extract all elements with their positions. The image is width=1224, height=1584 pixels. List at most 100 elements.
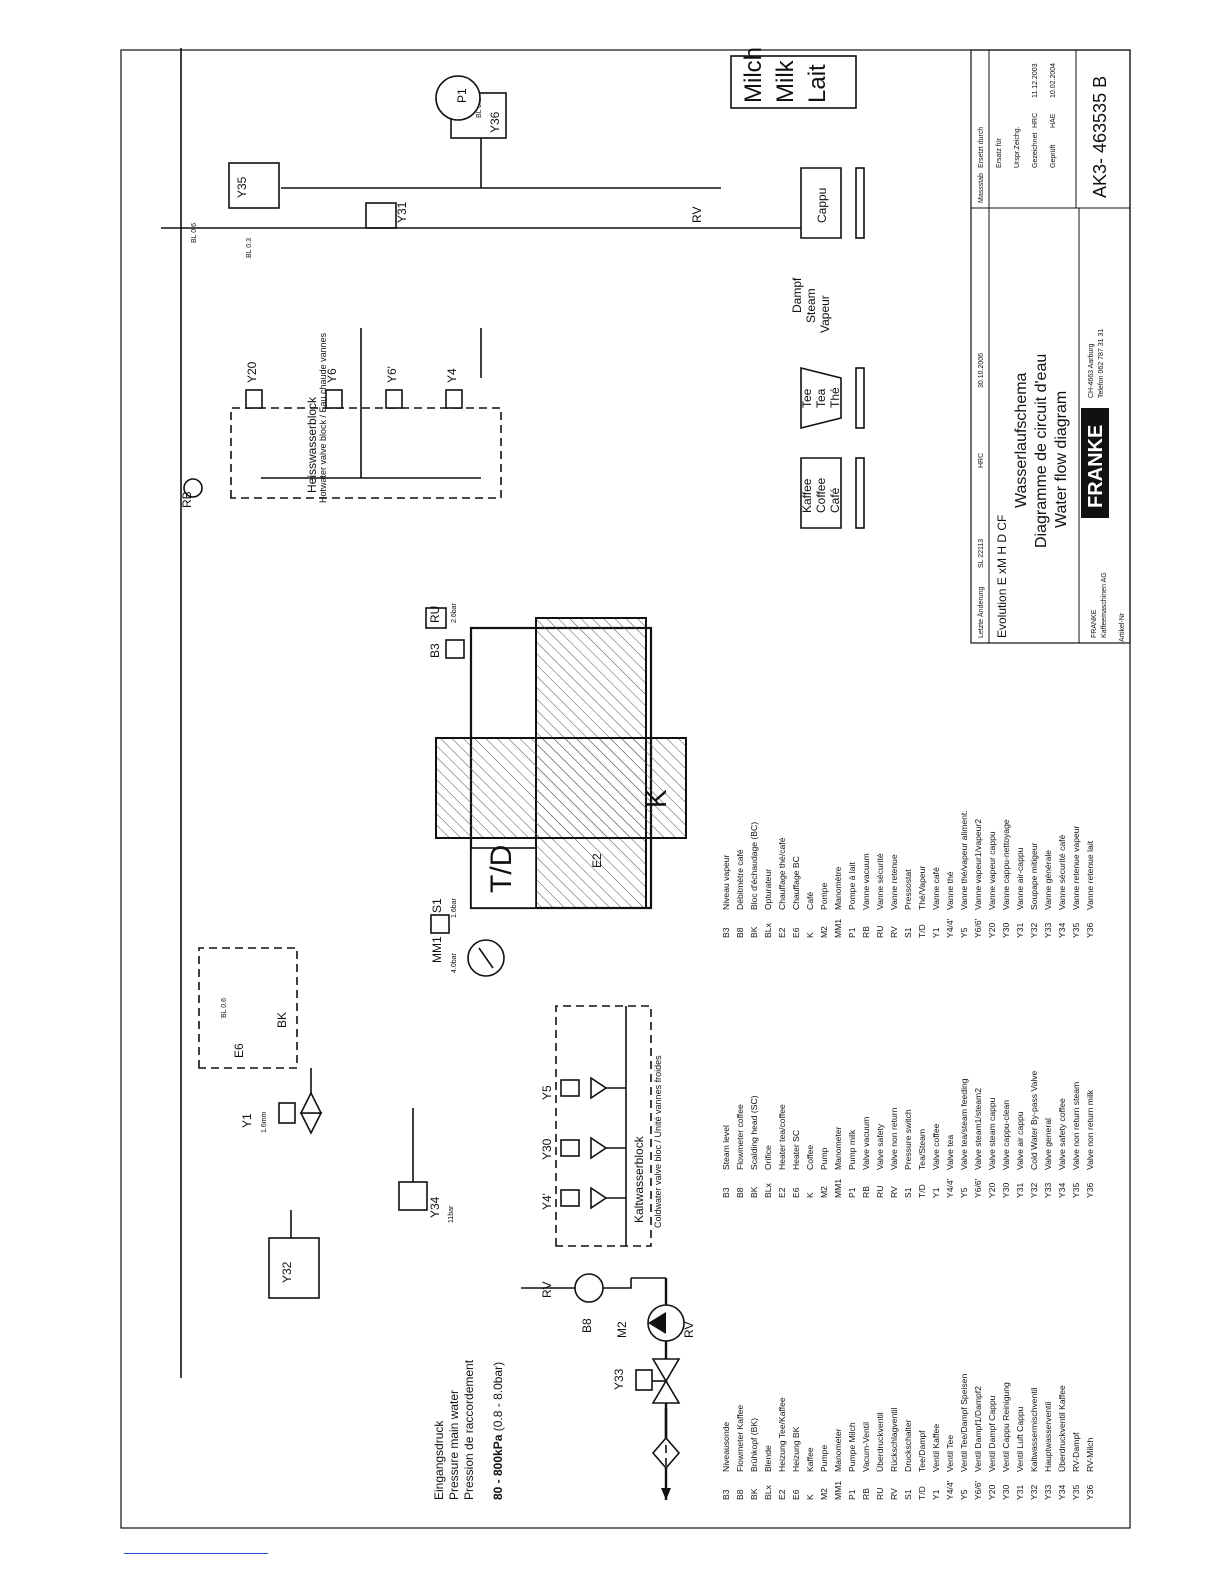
boiler: T/D K E2 MM1 4.0bar S1 1.6bar B3 RU 2.6b…	[425, 602, 687, 977]
tb-company-2: Kaffeemaschinen AG	[1101, 572, 1108, 638]
legend-code: B8	[735, 1489, 745, 1500]
coldwater-block-title: Kaltwasserblock	[632, 1135, 646, 1223]
y20-label: Y20	[245, 361, 259, 383]
legend-desc: Pressure switch	[903, 1109, 913, 1170]
coldwater-block-frame	[555, 1005, 652, 1247]
y34-label: Y34	[428, 1196, 442, 1218]
legend-desc: RV-Dampf	[1071, 1432, 1081, 1472]
legend-desc: Valve coffee	[931, 1123, 941, 1170]
tb-checked-by: HAE	[1050, 113, 1057, 128]
legend-desc: Ventil Cappu Reinigung	[1001, 1382, 1011, 1472]
s1-switch-icon	[430, 914, 450, 934]
legend-code: Y30	[1001, 1182, 1011, 1198]
legend-code: S1	[903, 1489, 913, 1500]
legend-desc: Valve non return	[889, 1107, 899, 1170]
legend-code: MM1	[833, 1179, 843, 1198]
legend-desc: Kaffee	[805, 1447, 815, 1472]
legend-desc: Valve steam cappu	[987, 1097, 997, 1170]
legend-code: Y35	[1071, 1484, 1081, 1500]
legend-code: MM1	[833, 919, 843, 938]
steam-fr: Vapeur	[818, 295, 832, 333]
legend-desc: Vanne retenue	[889, 854, 899, 910]
y30-label: Y30	[540, 1138, 554, 1160]
legend-code: RV	[889, 926, 899, 938]
outputs: Milch Milk Lait Cappu Dampf Steam Vapeur…	[730, 47, 865, 529]
legend-desc: Überdruckventil Kaffee	[1057, 1385, 1067, 1472]
valve-y20: Y20	[245, 361, 263, 409]
inlet-arrow-icon	[661, 1488, 671, 1500]
legend-desc: Ventil Dampf Cappu	[987, 1395, 997, 1472]
legend-desc: Flowmeter Kaffee	[735, 1405, 745, 1472]
legend-desc: Vanne retenue vapeur	[1071, 825, 1081, 910]
title-block: Letzte Änderung SL 22113 HRC 30.10.2006 …	[970, 49, 1131, 644]
legend-code: E6	[791, 927, 801, 938]
legend-code: Y31	[1015, 1484, 1025, 1500]
bl06-label: BL 0.6	[221, 998, 228, 1018]
y1-valve-icon	[299, 1112, 323, 1135]
legend-desc: Opturateur	[763, 869, 773, 910]
tb-address-1: CH-4663 Aarburg	[1088, 343, 1095, 398]
legend-desc: Coffee	[805, 1145, 815, 1170]
legend-code: B3	[721, 927, 731, 938]
legend-desc: Vanne vacuum	[861, 853, 871, 910]
page-link-underline[interactable]	[124, 1553, 268, 1554]
legend-code: Y20	[987, 922, 997, 938]
legend-code: T/D	[917, 1486, 927, 1500]
rb-vacuum-valve-icon	[183, 478, 203, 498]
ru-safety-valve-icon	[425, 607, 447, 629]
y5-label: Y5	[540, 1085, 554, 1100]
steam-en: Steam	[804, 288, 818, 323]
y36-label: Y36	[488, 111, 502, 133]
legend-code: P1	[847, 1489, 857, 1500]
s1-label: S1	[430, 898, 444, 913]
legend-code: Y36	[1085, 922, 1095, 938]
legend-desc: Scalding head (SC)	[749, 1095, 759, 1170]
legend-code: RB	[861, 1186, 871, 1198]
legend-desc: Manometer	[833, 1126, 843, 1170]
b3-probe-icon	[445, 639, 465, 659]
y33-valve-icon	[651, 1379, 681, 1404]
legend-code: BLx	[763, 1182, 773, 1198]
legend-desc: Vanne thé/vapeur aliment.	[959, 810, 969, 910]
inlet-label-en: Pressure main water	[447, 1390, 461, 1500]
rb-label: RB	[180, 491, 194, 508]
y31-valve-icon	[365, 202, 397, 229]
tb-product: Evolution E xM H D CF	[995, 515, 1009, 638]
legend-desc: RV-Milch	[1085, 1438, 1095, 1472]
legend-desc: Heizung Tee/Kaffee	[777, 1397, 787, 1472]
legend-code: MM1	[833, 1481, 843, 1500]
legend-desc: Vanne thé	[945, 871, 955, 910]
franke-logo	[1081, 408, 1109, 518]
legend-desc: Valve safety	[875, 1123, 885, 1170]
rv-label: RV	[540, 1282, 554, 1298]
legend-code: Y36	[1085, 1484, 1095, 1500]
legend-code: Y30	[1001, 1484, 1011, 1500]
bl08-label: BL 0.8	[476, 98, 483, 118]
legend-code: RU	[875, 1488, 885, 1500]
legend-desc: Niveausonde	[721, 1422, 731, 1472]
legend-desc: Soupape mitigeur	[1029, 843, 1039, 910]
rv-pump-label: RV	[682, 1322, 696, 1338]
legend-desc: Vanne vapeur1/vapeur2	[973, 819, 983, 910]
legend-desc: Valve air cappu	[1015, 1111, 1025, 1170]
coffee-branch: Y32 Y34 11bar Y1 1.6mm E6 BK BL 0.6	[180, 48, 455, 1378]
legend-code: P1	[847, 927, 857, 938]
coffee-fr: Café	[828, 487, 842, 513]
ru-label: RU	[428, 606, 442, 623]
legend-code: Y30	[1001, 922, 1011, 938]
y35-label: Y35	[235, 176, 249, 198]
y4p-label: Y4'	[540, 1193, 554, 1210]
tea-en: Tea	[814, 388, 828, 408]
legend-code: BK	[749, 926, 759, 938]
valve-y30: Y30	[540, 1136, 608, 1160]
legend-code: Y33	[1043, 922, 1053, 938]
legend-code: Y1	[931, 1187, 941, 1198]
legend-desc: Heizung BK	[791, 1426, 801, 1472]
legend-code: Y32	[1029, 1484, 1039, 1500]
legend-desc: Pressostat	[903, 869, 913, 910]
y33-label: Y33	[612, 1368, 626, 1390]
legend-code: S1	[903, 927, 913, 938]
legend-code: B3	[721, 1489, 731, 1500]
